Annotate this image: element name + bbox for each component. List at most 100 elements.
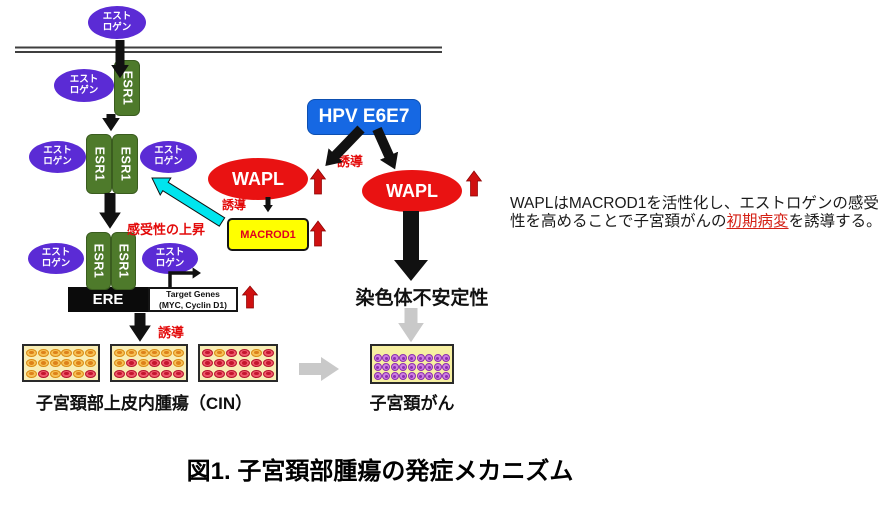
- abnormal-cell: [61, 369, 73, 378]
- induction-label-hpv: 誘導: [337, 154, 364, 169]
- abnormal-cell: [125, 369, 137, 378]
- abnormal-cell: [149, 359, 161, 367]
- abnormal-cell: [202, 369, 214, 378]
- normal-cell: [125, 348, 137, 357]
- cin-label: 子宮頚部上皮内腫瘍（CIN）: [35, 394, 253, 413]
- abnormal-cell: [202, 348, 214, 357]
- up-arrow-macrod1: [309, 220, 327, 247]
- up-arrow-target-genes: [241, 285, 259, 309]
- normal-cell: [49, 348, 61, 357]
- abnormal-cell: [113, 369, 125, 378]
- normal-cell: [214, 348, 226, 357]
- abnormal-cell: [250, 369, 262, 378]
- cancer-cell: [442, 372, 451, 380]
- cancer-cell: [425, 363, 434, 371]
- cancer-cell: [433, 354, 442, 362]
- cancer-cell: [416, 354, 425, 362]
- normal-cell: [73, 359, 85, 367]
- up-arrow-right-wapl: [465, 170, 483, 197]
- up-arrow-left-wapl: [309, 168, 327, 195]
- cancer-cell: [442, 363, 451, 371]
- cin-tissue-1: [22, 344, 100, 382]
- normal-cell: [149, 348, 161, 357]
- normal-cell: [25, 369, 37, 378]
- cancer-cell: [425, 354, 434, 362]
- cancer-cell: [407, 354, 416, 362]
- chromosomal-instability-label: 染色体不安定性: [355, 288, 489, 309]
- cancer-cell: [425, 372, 434, 380]
- estrogen-stage3-left: エストロゲン: [28, 243, 84, 274]
- hpv-e6e7-box: HPV E6E7: [307, 99, 421, 135]
- estrogen-stage3-right: エストロゲン: [142, 243, 198, 274]
- abnormal-cell: [37, 369, 49, 378]
- normal-cell: [25, 348, 37, 357]
- cancer-cell: [416, 372, 425, 380]
- abnormal-cell: [238, 359, 250, 367]
- target-genes-box: Target Genes (MYC, Cyclin D1): [148, 287, 238, 312]
- sensitivity-up-label: 感受性の上昇: [127, 222, 206, 237]
- normal-cell: [49, 359, 61, 367]
- cancer-tissue: [370, 344, 454, 384]
- cancer-cell: [442, 354, 451, 362]
- normal-cell: [173, 348, 185, 357]
- abnormal-cell: [202, 359, 214, 367]
- normal-cell: [25, 359, 37, 367]
- normal-cell: [161, 348, 173, 357]
- cin-tissue-2: [110, 344, 188, 382]
- abnormal-cell: [214, 359, 226, 367]
- normal-cell: [73, 369, 85, 378]
- esr1-dimer1-left: ESR1: [86, 134, 112, 194]
- abnormal-cell: [226, 369, 238, 378]
- cancer-cell: [407, 363, 416, 371]
- abnormal-cell: [173, 369, 185, 378]
- cancer-cell: [382, 354, 391, 362]
- cancer-cell: [433, 372, 442, 380]
- abnormal-cell: [250, 359, 262, 367]
- normal-cell: [250, 348, 262, 357]
- macrod1-box: MACROD1: [227, 218, 309, 251]
- normal-cell: [61, 359, 73, 367]
- abnormal-cell: [125, 359, 137, 367]
- normal-cell: [37, 359, 49, 367]
- cancer-cell: [390, 354, 399, 362]
- normal-cell: [73, 348, 85, 357]
- normal-cell: [113, 348, 125, 357]
- normal-cell: [85, 348, 97, 357]
- normal-cell: [37, 348, 49, 357]
- cancer-cell: [390, 363, 399, 371]
- cancer-cell: [399, 354, 408, 362]
- abnormal-cell: [226, 348, 238, 357]
- cin-tissue-3: [198, 344, 278, 382]
- esr1-dimer2-left: ESR1: [86, 232, 111, 290]
- normal-cell: [137, 348, 149, 357]
- cancer-cell: [390, 372, 399, 380]
- normal-cell: [61, 348, 73, 357]
- abnormal-cell: [85, 369, 97, 378]
- induction-label-macrod1: 誘導: [222, 198, 247, 212]
- abnormal-cell: [214, 369, 226, 378]
- cancer-cell: [373, 372, 382, 380]
- cancer-label: 子宮頚がん: [369, 394, 455, 413]
- wapl-right: WAPL: [362, 170, 462, 212]
- abnormal-cell: [137, 369, 149, 378]
- normal-cell: [85, 359, 97, 367]
- cancer-cell: [433, 363, 442, 371]
- abnormal-cell: [149, 369, 161, 378]
- cancer-cell: [416, 363, 425, 371]
- abnormal-cell: [238, 348, 250, 357]
- esr1-dimer1-right: ESR1: [112, 134, 138, 194]
- estrogen-top: エストロゲン: [88, 6, 146, 39]
- cancer-cell: [382, 363, 391, 371]
- cancer-cell: [373, 354, 382, 362]
- abnormal-cell: [238, 369, 250, 378]
- cancer-cell: [399, 372, 408, 380]
- estrogen-stage1: エストロゲン: [54, 69, 114, 102]
- abnormal-cell: [262, 348, 274, 357]
- normal-cell: [137, 359, 149, 367]
- ere-box: ERE: [68, 287, 148, 312]
- normal-cell: [173, 359, 185, 367]
- cancer-cell: [399, 363, 408, 371]
- estrogen-stage2-right: エストロゲン: [140, 141, 197, 173]
- abnormal-cell: [262, 369, 274, 378]
